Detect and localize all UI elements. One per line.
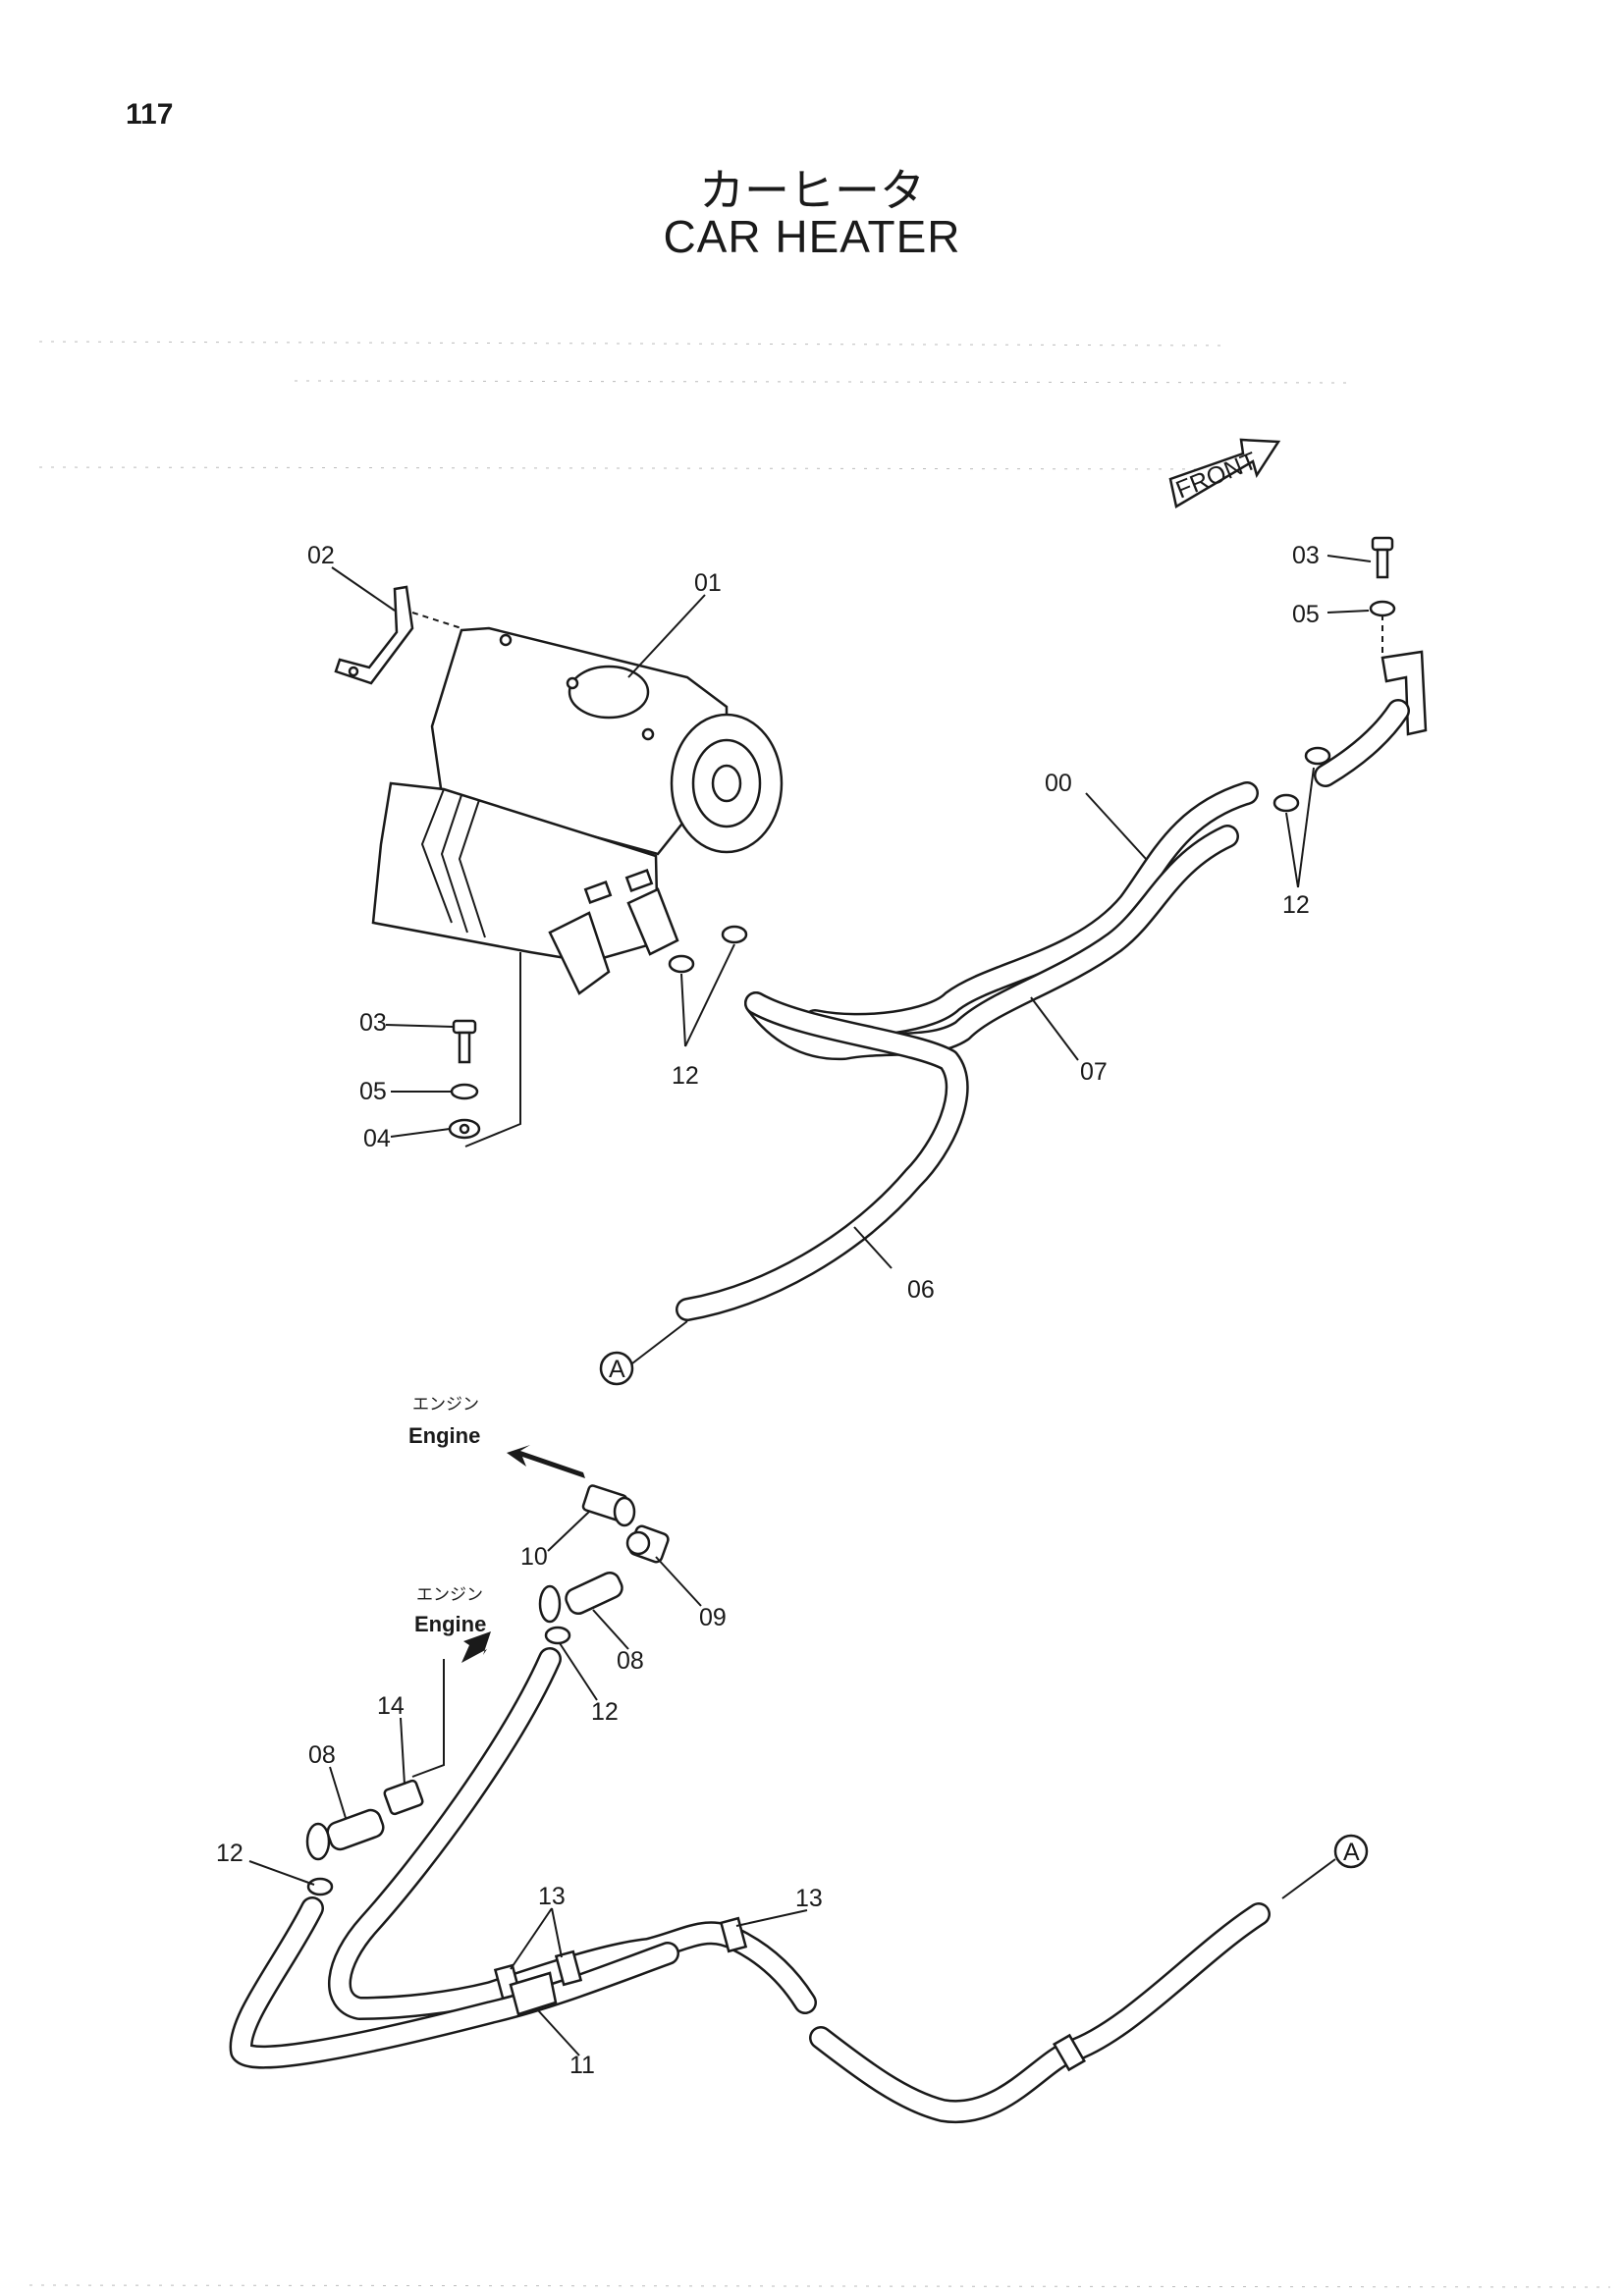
bolt-stack-left xyxy=(448,1019,481,1140)
fitting-08-upper xyxy=(538,1572,623,1624)
bracket-11 xyxy=(509,1971,558,2016)
label-13-left: 13 xyxy=(538,1883,566,1910)
label-00: 00 xyxy=(1045,770,1072,797)
label-14: 14 xyxy=(377,1692,405,1720)
scan-noise xyxy=(28,341,1611,2288)
svg-text:A: A xyxy=(1343,1839,1360,1866)
label-12-lower-right: 12 xyxy=(591,1698,619,1726)
label-07: 07 xyxy=(1080,1058,1108,1086)
heater-unit xyxy=(371,626,784,995)
engine-label-en-2: Engine xyxy=(414,1612,486,1636)
leader-lines-lower xyxy=(248,1511,1336,2056)
label-08-lower: 08 xyxy=(308,1741,336,1769)
title-english: CAR HEATER xyxy=(663,211,961,262)
label-06: 06 xyxy=(907,1276,935,1304)
label-03-left: 03 xyxy=(359,1009,387,1037)
hose-clamps-upper xyxy=(668,746,1331,974)
engine-label-jp-1: エンジン xyxy=(412,1395,479,1415)
fitting-14 xyxy=(383,1779,424,1816)
front-label: FRONT xyxy=(1172,447,1261,504)
page-number: 117 xyxy=(126,98,174,131)
fitting-08-lower xyxy=(305,1808,385,1861)
label-09: 09 xyxy=(699,1604,727,1631)
fitting-09 xyxy=(625,1524,670,1564)
callout-a-upper: A xyxy=(599,1351,634,1386)
hose-clamps-lower xyxy=(306,1626,571,1896)
label-13-right: 13 xyxy=(795,1885,823,1912)
clamps-13 xyxy=(493,1916,1087,2072)
engine-arrow-2-icon xyxy=(461,1631,491,1663)
leader-lines-upper xyxy=(331,555,1372,1367)
label-03-right: 03 xyxy=(1292,542,1320,569)
label-10: 10 xyxy=(520,1543,548,1571)
front-arrow-icon: FRONT xyxy=(1168,438,1281,508)
label-05-right: 05 xyxy=(1292,601,1320,628)
upper-hoses xyxy=(676,699,1410,1321)
label-12-center: 12 xyxy=(672,1062,699,1090)
fitting-10 xyxy=(581,1484,636,1527)
callout-a-lower: A xyxy=(1333,1834,1369,1869)
label-12-lower-left: 12 xyxy=(216,1840,244,1867)
label-08-upper: 08 xyxy=(617,1647,644,1675)
label-05-left: 05 xyxy=(359,1078,387,1105)
bracket xyxy=(334,585,414,685)
label-01: 01 xyxy=(694,569,722,597)
label-11: 11 xyxy=(569,2052,595,2079)
label-04: 04 xyxy=(363,1125,391,1152)
lower-hoses xyxy=(229,1647,1271,2124)
svg-text:A: A xyxy=(609,1356,625,1383)
label-02: 02 xyxy=(307,542,335,569)
engine-label-jp-2: エンジン xyxy=(416,1585,483,1605)
title-japanese: カーヒータ xyxy=(699,164,925,217)
label-12-right: 12 xyxy=(1282,891,1310,919)
engine-arrow-1-icon xyxy=(507,1445,585,1478)
bolt-stack-right xyxy=(1369,536,1428,736)
engine-label-en-1: Engine xyxy=(408,1423,480,1448)
